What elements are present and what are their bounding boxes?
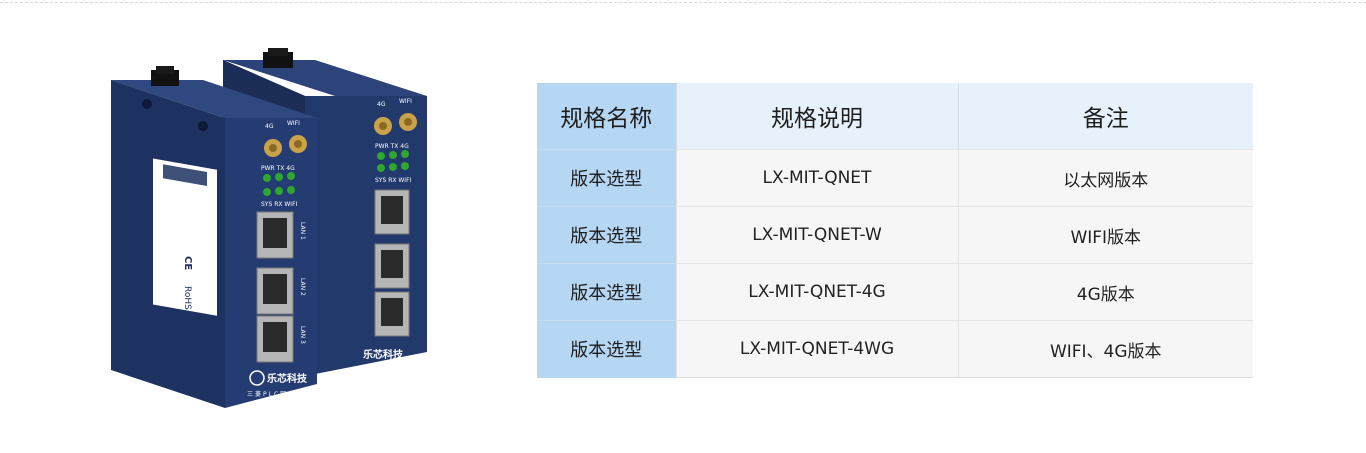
row-note: 以太网版本: [958, 149, 1253, 207]
product-photo: 4G WIFI PWR TX 4G SYS RX WIFI 乐芯科: [105, 46, 435, 412]
front-model-caption: 三菱PLC网关: [247, 390, 296, 398]
back-antenna-label-wifi: WIFI: [399, 98, 412, 105]
front-port-label-lan2: LAN 2: [299, 278, 306, 296]
table-row: 版本选型 LX-MIT-QNET-4G 4G版本: [537, 263, 1253, 321]
front-port-label-lan1: LAN 1: [299, 222, 306, 240]
front-antenna-label-4g: 4G: [265, 123, 274, 130]
row-note: WIFI版本: [958, 206, 1253, 264]
front-brand-text: 乐芯科技: [267, 372, 308, 385]
row-note: WIFI、4G版本: [958, 320, 1253, 378]
front-led-labels-bottom: SYS RX WIFI: [261, 201, 298, 208]
header-spec-description: 规格说明: [676, 83, 959, 150]
table-row: 版本选型 LX-MIT-QNET 以太网版本: [537, 149, 1253, 207]
spec-table: 规格名称 规格说明 备注 版本选型 LX-MIT-QNET 以太网版本 版本选型…: [537, 83, 1253, 378]
row-spec-model: LX-MIT-QNET: [676, 149, 959, 207]
back-brand-text: 乐芯科技: [363, 348, 404, 361]
row-spec-model: LX-MIT-QNET-4G: [676, 263, 959, 321]
row-spec-name: 版本选型: [537, 149, 677, 207]
back-led-labels-bottom: SYS RX WIFI: [375, 177, 412, 184]
front-device: RoHS CE 4G WIFI PWR TX 4G SYS RX WIFI: [111, 66, 317, 408]
row-spec-model: LX-MIT-QNET-W: [676, 206, 959, 264]
back-model-caption: 三菱PLC网关: [361, 364, 410, 372]
back-antenna-label-4g: 4G: [377, 101, 386, 108]
row-spec-name: 版本选型: [537, 206, 677, 264]
header-spec-name: 规格名称: [537, 83, 677, 150]
row-spec-name: 版本选型: [537, 263, 677, 321]
header-notes: 备注: [958, 83, 1253, 150]
spec-table-header-row: 规格名称 规格说明 备注: [537, 83, 1253, 150]
brand-logo-icon: [249, 370, 265, 386]
table-row: 版本选型 LX-MIT-QNET-W WIFI版本: [537, 206, 1253, 264]
front-ce-mark: CE: [182, 256, 193, 270]
front-led-labels-top: PWR TX 4G: [261, 165, 295, 172]
front-rohs-mark: RoHS: [182, 286, 192, 310]
row-note: 4G版本: [958, 263, 1253, 321]
front-antenna-label-wifi: WIFI: [287, 120, 300, 127]
row-spec-model: LX-MIT-QNET-4WG: [676, 320, 959, 378]
front-port-label-lan3: LAN 3: [299, 326, 306, 344]
row-spec-name: 版本选型: [537, 320, 677, 378]
top-dashed-divider: [0, 2, 1366, 3]
back-led-labels-top: PWR TX 4G: [375, 143, 409, 150]
table-row: 版本选型 LX-MIT-QNET-4WG WIFI、4G版本: [537, 320, 1253, 378]
